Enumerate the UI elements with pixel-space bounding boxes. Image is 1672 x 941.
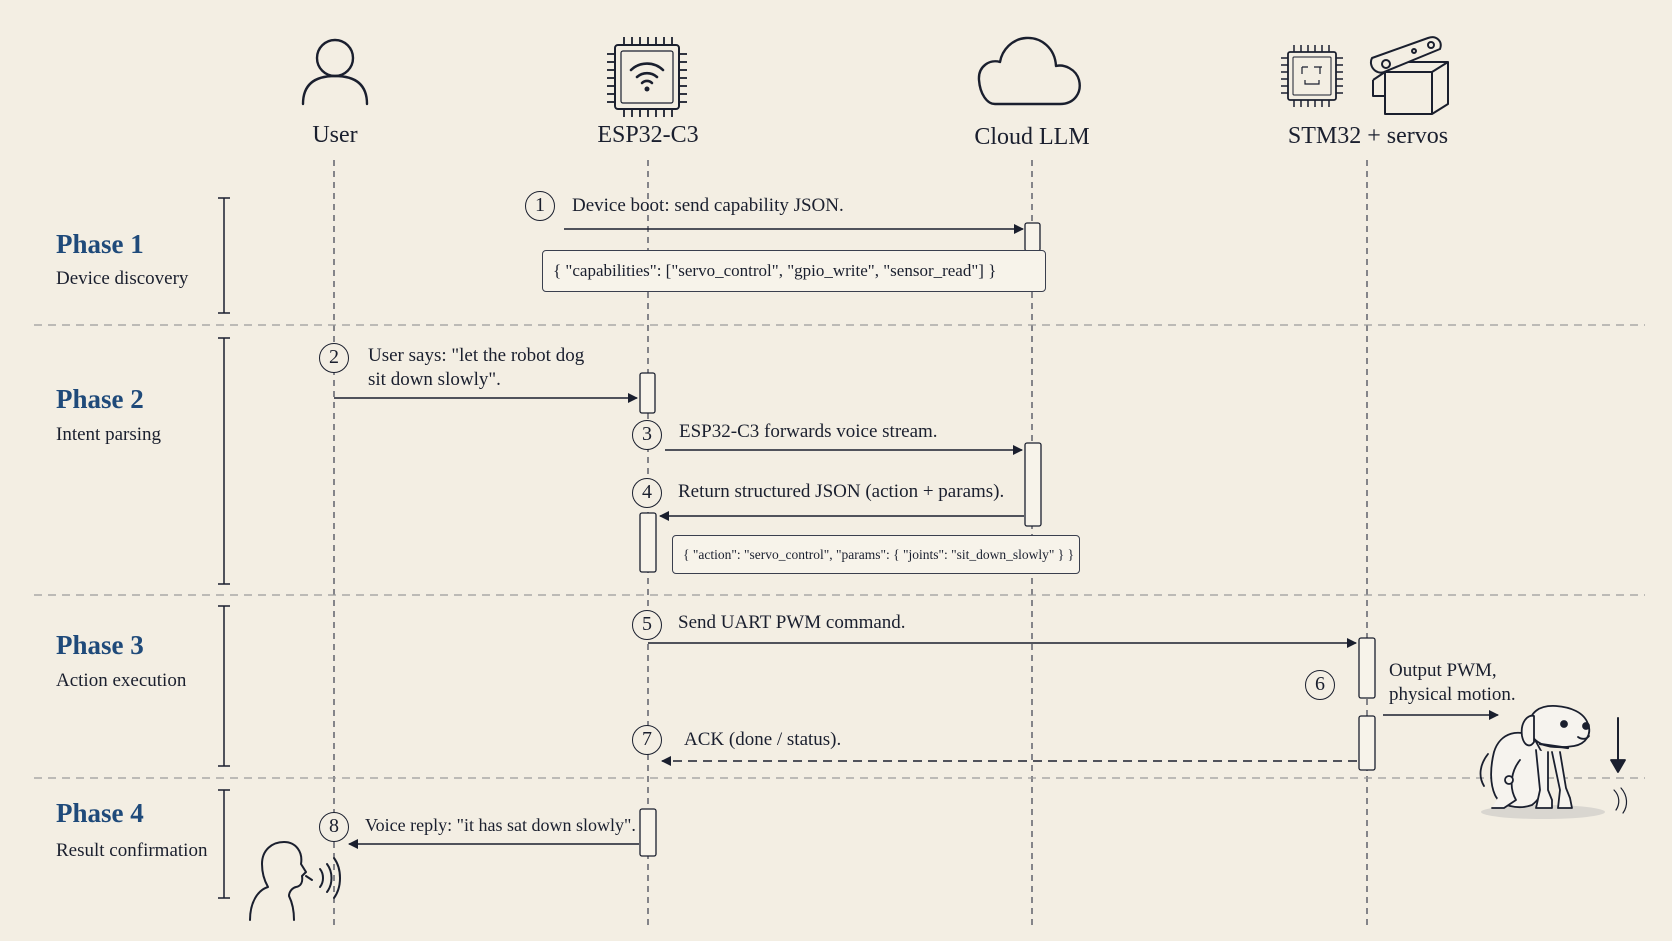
step-8-message: Voice reply: "it has sat down slowly".	[365, 815, 636, 835]
step-5-message: Send UART PWM command.	[678, 612, 906, 633]
step-2-number: 2	[319, 343, 349, 373]
participant-stm32-label: STM32 + servos	[1287, 123, 1449, 149]
activation-esp32-1	[639, 372, 656, 414]
step-6-message-line1: Output PWM,	[1389, 660, 1497, 681]
phase-bracket-2	[218, 337, 230, 585]
activation-cloud-2	[1024, 442, 1042, 527]
person-icon	[301, 38, 369, 106]
step-1-message: Device boot: send capability JSON.	[572, 195, 844, 216]
phase-bracket-3	[218, 605, 230, 767]
phase-1-title: Phase 1	[56, 229, 144, 259]
step-6-message-line2: physical motion.	[1389, 684, 1516, 705]
participant-cloud-label: Cloud LLM	[974, 124, 1090, 150]
servo-motor-icon	[1370, 36, 1449, 115]
activation-esp32-3	[639, 808, 657, 857]
action-json-box: { "action": "servo_control", "params": {…	[672, 535, 1080, 574]
activation-esp32-2	[639, 512, 657, 573]
phase-bracket-1	[218, 197, 230, 314]
step-2-message-line1: User says: "let the robot dog	[368, 345, 585, 366]
step-2-message-line2: sit down slowly".	[368, 369, 501, 390]
phase-3-subtitle: Action execution	[56, 670, 187, 691]
step-8-number: 8	[319, 812, 349, 842]
phase-bracket-4	[218, 789, 230, 899]
step-3-message: ESP32-C3 forwards voice stream.	[679, 421, 938, 442]
participant-esp32-label: ESP32-C3	[597, 122, 699, 148]
cloud-icon	[977, 36, 1081, 106]
activation-cloud-1	[1024, 222, 1041, 252]
step-5-number: 5	[632, 610, 662, 640]
robot-dog-icon	[1479, 705, 1628, 819]
step-4-message: Return structured JSON (action + params)…	[678, 481, 1005, 502]
phase-2-title: Phase 2	[56, 384, 144, 414]
step-1-number: 1	[525, 191, 555, 221]
speaking-person-icon	[249, 841, 341, 921]
step-7-message: ACK (done / status).	[684, 729, 842, 750]
microcontroller-chip-icon	[1281, 45, 1343, 107]
phase-1-subtitle: Device discovery	[56, 268, 189, 289]
phase-2-subtitle: Intent parsing	[56, 424, 162, 445]
phase-4-title: Phase 4	[56, 798, 144, 828]
participant-user-label: User	[312, 122, 358, 148]
activation-stm32-2	[1358, 715, 1376, 771]
phase-4-subtitle: Result confirmation	[56, 840, 208, 861]
step-4-number: 4	[632, 478, 662, 508]
wifi-chip-icon	[607, 37, 687, 117]
activation-stm32-1	[1358, 637, 1376, 699]
step-3-number: 3	[632, 420, 662, 450]
step-7-number: 7	[632, 725, 662, 755]
capabilities-json-box: { "capabilities": ["servo_control", "gpi…	[542, 250, 1046, 292]
step-6-number: 6	[1305, 670, 1335, 700]
phase-3-title: Phase 3	[56, 630, 144, 660]
